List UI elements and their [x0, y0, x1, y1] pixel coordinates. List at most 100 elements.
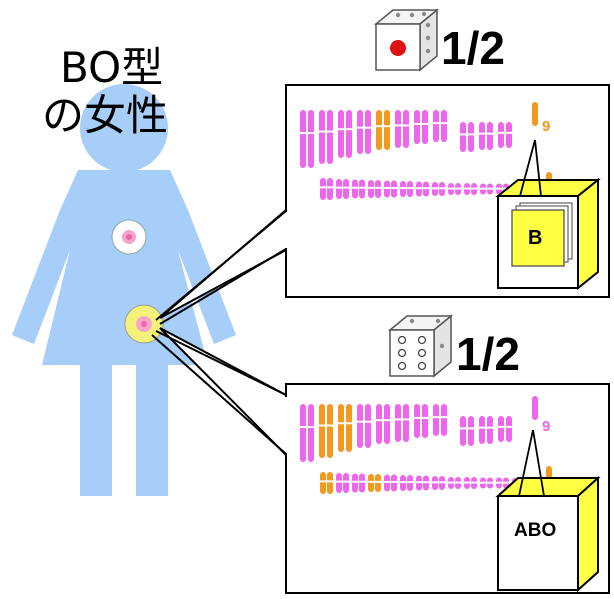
centromere [345, 422, 353, 425]
chromosome-long [422, 404, 428, 438]
centromere [478, 132, 486, 135]
centromere [402, 124, 410, 127]
subject-title-line1: BO型 [60, 43, 163, 92]
centromere [438, 187, 446, 190]
centromere [307, 426, 315, 429]
centromere [364, 126, 372, 129]
chromosome-9 [532, 102, 538, 126]
centromere [367, 186, 375, 189]
centromere [326, 186, 334, 189]
torso-dress [12, 170, 236, 365]
centromere [447, 481, 455, 484]
centromere [432, 122, 440, 125]
chromosome-short [368, 180, 374, 198]
chromosome-long [433, 110, 439, 142]
connector-lines-2 [518, 429, 545, 497]
centromere [479, 187, 487, 190]
chromosome-long [308, 110, 314, 168]
ovary-cell [124, 304, 164, 344]
centromere [431, 187, 439, 190]
chromosome-long [338, 404, 344, 452]
centromere [421, 416, 429, 419]
centromere [421, 122, 429, 125]
centromere [319, 186, 327, 189]
centromere [431, 481, 439, 484]
centromere [375, 125, 383, 128]
centromere [432, 416, 440, 419]
chromosome-short [343, 473, 349, 493]
chromosome-short [391, 474, 397, 492]
chromosome-short [336, 179, 342, 199]
centromere [383, 419, 391, 422]
chromosome-long [384, 404, 390, 444]
woman-figure [12, 84, 236, 496]
chromosome-long [376, 110, 382, 150]
centromere [495, 481, 503, 484]
die-pip-red [390, 40, 406, 56]
centromere [394, 418, 402, 421]
centromere [478, 426, 486, 429]
chromosome-long [300, 110, 306, 168]
centromere [375, 419, 383, 422]
centromere [383, 125, 391, 128]
chromosome-long [414, 110, 420, 144]
centromere [440, 122, 448, 125]
chromosome-mid [460, 416, 466, 446]
chromosome-mid [479, 122, 485, 150]
chromosome-long [319, 404, 325, 458]
centromere [367, 480, 375, 483]
centromere [383, 480, 391, 483]
centromere [486, 132, 494, 135]
chromosome-short [336, 473, 342, 493]
centromere [486, 481, 494, 484]
chromosome-short [384, 180, 390, 198]
centromere [495, 187, 503, 190]
callout-pointer [159, 327, 287, 456]
centromere [447, 187, 455, 190]
chromosome-short [391, 180, 397, 198]
chromosome-long [395, 110, 401, 148]
chromosome-short [384, 474, 390, 492]
centromere [319, 480, 327, 483]
centromere [351, 186, 359, 189]
chromosome-long [327, 404, 333, 458]
chromosome-long [414, 404, 420, 438]
chromosome-short [327, 178, 333, 200]
centromere [307, 132, 315, 135]
centromere [374, 480, 382, 483]
chromosome-mid [498, 122, 504, 148]
centromere [358, 480, 366, 483]
chromosome-long [357, 404, 363, 448]
centromere [351, 480, 359, 483]
head [80, 84, 168, 172]
centromere [422, 481, 430, 484]
connector-lines-1 [519, 139, 542, 197]
centromere [440, 416, 448, 419]
chromosome-mid [460, 122, 466, 152]
chromosome-long [395, 404, 401, 442]
centromere [326, 480, 334, 483]
centromere [438, 481, 446, 484]
centromere [326, 130, 334, 133]
centromere [486, 426, 494, 429]
chromosome-9-label-1: 9 [542, 118, 550, 135]
chromosome-long [403, 110, 409, 148]
centromere [390, 480, 398, 483]
centromere [497, 425, 505, 428]
centromere [413, 122, 421, 125]
centromere [459, 427, 467, 430]
chromosome-short [368, 474, 374, 492]
chromosome-mid [468, 416, 474, 446]
centromere [399, 481, 407, 484]
centromere [413, 416, 421, 419]
centromere [383, 186, 391, 189]
centromere [502, 481, 510, 484]
chromosome-mid [487, 416, 493, 444]
probability-1: 1/2 [441, 22, 505, 74]
centromere [415, 481, 423, 484]
chromosome-short [352, 473, 358, 493]
centromere [337, 128, 345, 131]
centromere [318, 424, 326, 427]
centromere [463, 481, 471, 484]
